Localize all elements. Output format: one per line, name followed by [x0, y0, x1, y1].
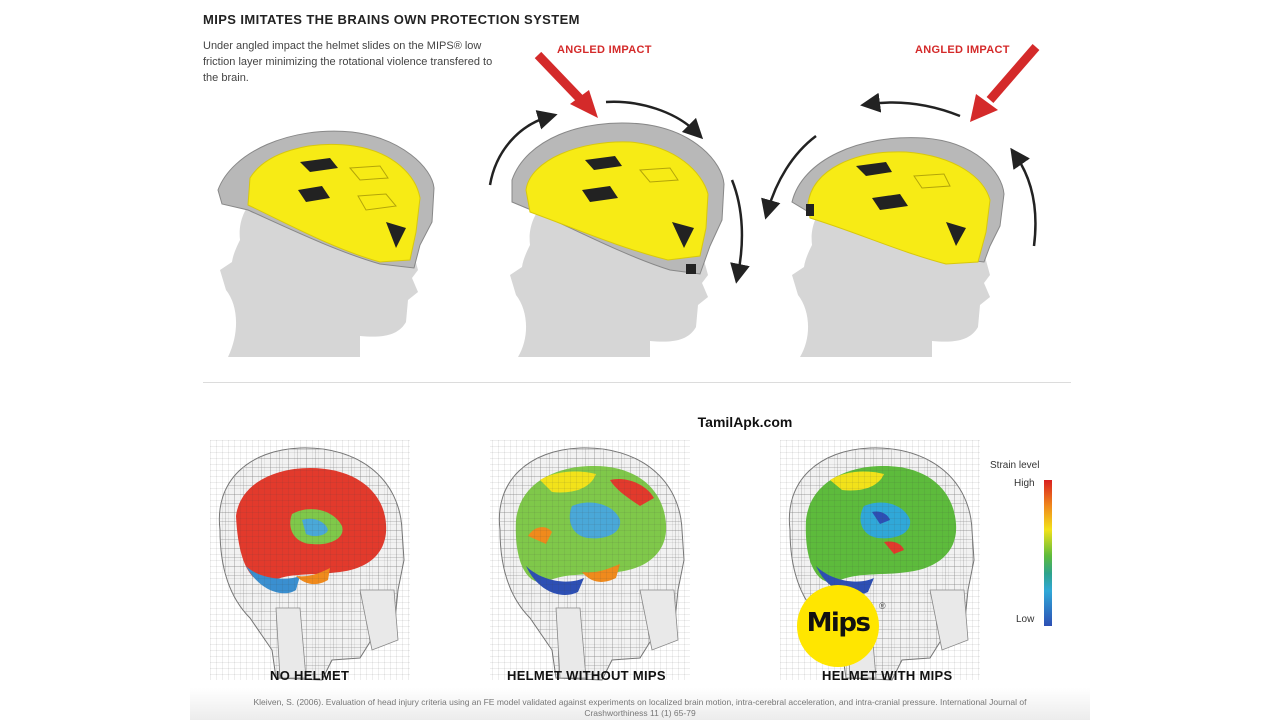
impact-arrow-center: [534, 51, 587, 106]
mips-logo-text: Mips: [806, 608, 871, 638]
helmet-illustrations: [217, 44, 1040, 357]
mips-registered-mark: ®: [879, 601, 886, 611]
caption-helmet-without-mips: HELMET WITHOUT MIPS: [507, 668, 666, 683]
caption-no-helmet: NO HELMET: [270, 668, 350, 683]
rotation-arrow: [730, 179, 750, 284]
legend-low-label: Low: [1016, 614, 1035, 625]
brain-model-without-mips: [490, 440, 690, 681]
helmet-with-mips: [791, 137, 1005, 265]
impact-label-right: ANGLED IMPACT: [915, 44, 1010, 56]
rotation-arrow: [605, 100, 704, 140]
impact-label-center: ANGLED IMPACT: [557, 44, 652, 56]
strain-color-scale: [1044, 480, 1052, 626]
section-divider: [203, 382, 1071, 383]
impact-arrow-right: [986, 44, 1040, 103]
watermark-text: TamilApk.com: [697, 414, 793, 430]
panel-bottom-shade: [190, 688, 1090, 720]
legend-high-label: High: [1014, 478, 1035, 489]
rotation-arrow: [761, 135, 817, 220]
rotation-arrow: [488, 110, 558, 186]
description-text: Under angled impact the helmet slides on…: [203, 40, 493, 84]
helmet-no-mips: [217, 130, 435, 269]
rotation-arrow: [860, 92, 961, 118]
legend-title: Strain level: [990, 460, 1040, 471]
helmet-rotating: [511, 122, 725, 275]
page-title: MIPS IMITATES THE BRAINS OWN PROTECTION …: [203, 12, 580, 27]
impact-arrowhead-center: [570, 90, 598, 118]
caption-helmet-with-mips: HELMET WITH MIPS: [822, 668, 953, 683]
rotation-arrow: [1010, 147, 1037, 247]
brain-model-no-helmet: [210, 440, 410, 681]
brain-strain-models: [210, 440, 980, 681]
impact-arrowhead-right: [970, 94, 998, 122]
mips-logo: [797, 585, 879, 667]
reference-citation: Kleiven, S. (2006). Evaluation of head i…: [253, 697, 1027, 718]
